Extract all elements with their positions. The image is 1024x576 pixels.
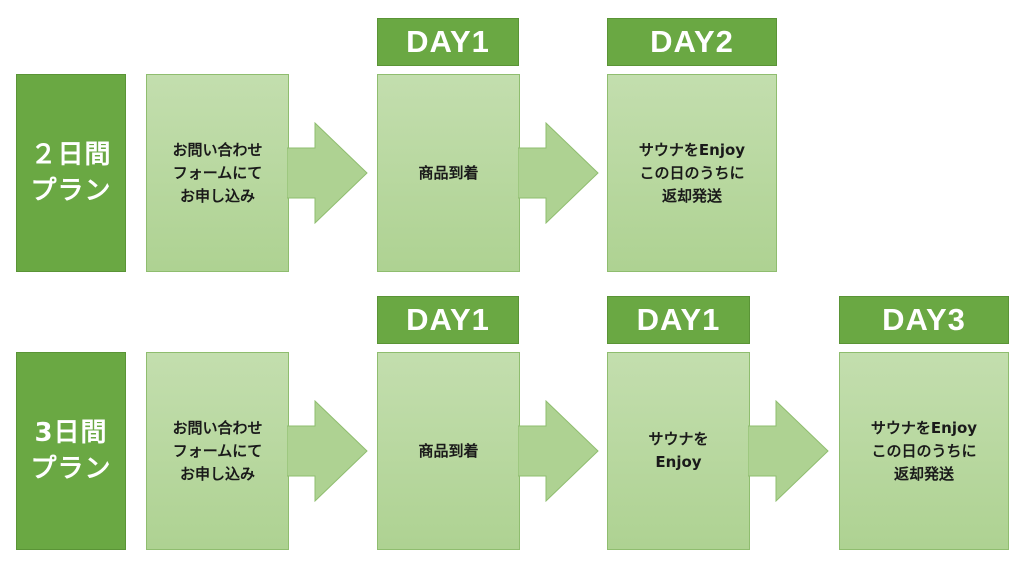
plan-label-3day: 3日間 プラン bbox=[16, 352, 126, 550]
step-2day-arrival: 商品到着 bbox=[377, 74, 520, 272]
step-3day-enjoy: サウナを Enjoy bbox=[607, 352, 750, 550]
day-header-3day-2: DAY1 bbox=[607, 296, 750, 344]
step-3day-apply: お問い合わせ フォームにて お申し込み bbox=[146, 352, 289, 550]
arrow-right-icon bbox=[748, 400, 829, 502]
arrow-right-icon bbox=[518, 122, 599, 224]
arrow-right-icon bbox=[287, 122, 368, 224]
arrow-right-icon bbox=[287, 400, 368, 502]
day-header-2day-1: DAY1 bbox=[377, 18, 519, 66]
step-3day-enjoy-return: サウナをEnjoy この日のうちに 返却発送 bbox=[839, 352, 1009, 550]
step-2day-apply: お問い合わせ フォームにて お申し込み bbox=[146, 74, 289, 272]
day-header-2day-2: DAY2 bbox=[607, 18, 777, 66]
arrow-right-icon bbox=[518, 400, 599, 502]
plan-label-2day: ２日間 プラン bbox=[16, 74, 126, 272]
day-header-3day-1: DAY1 bbox=[377, 296, 519, 344]
step-2day-enjoy-return: サウナをEnjoy この日のうちに 返却発送 bbox=[607, 74, 777, 272]
step-3day-arrival: 商品到着 bbox=[377, 352, 520, 550]
day-header-3day-3: DAY3 bbox=[839, 296, 1009, 344]
